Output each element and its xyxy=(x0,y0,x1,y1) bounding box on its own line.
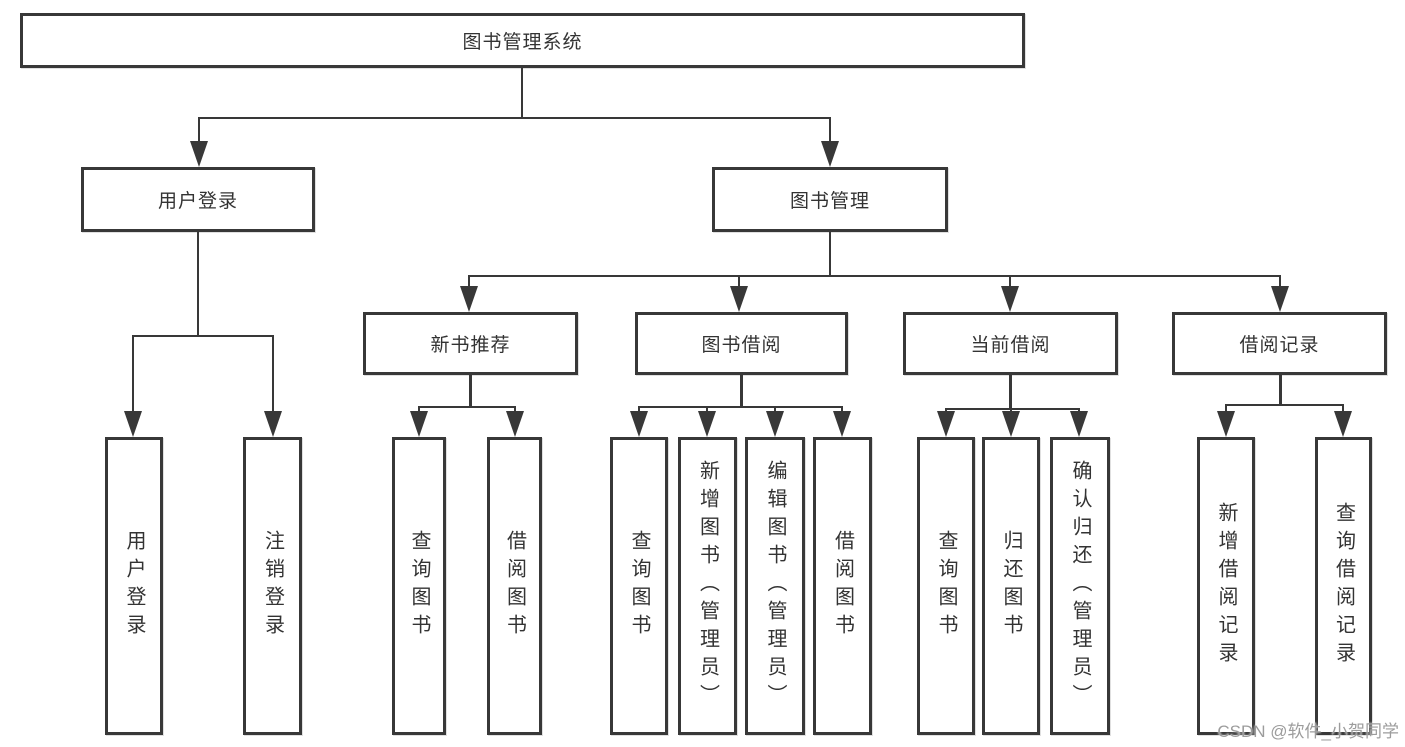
connector-stem xyxy=(1009,408,1013,413)
arrowhead-icon xyxy=(190,141,208,167)
arrowhead-icon xyxy=(937,411,955,437)
connector-stem xyxy=(705,406,709,413)
connector-root-trunk xyxy=(520,68,523,118)
leaf-confirm-return-admin: 确认归还（管理员） xyxy=(1050,437,1110,735)
connector-borrow-records-split xyxy=(1225,403,1344,406)
connector-stem xyxy=(1224,404,1228,413)
connector-root-split xyxy=(198,116,831,119)
connector-drop-leaf-logout xyxy=(271,335,275,412)
leaf-borrow-books-recommend: 借阅图书 xyxy=(487,437,542,735)
leaf-query-books-recommend: 查询图书 xyxy=(392,437,446,735)
connector-stem xyxy=(1077,408,1081,413)
node-library-system: 图书管理系统 xyxy=(20,13,1025,68)
arrowhead-icon xyxy=(410,411,428,437)
arrowhead-icon xyxy=(1217,411,1235,437)
node-borrow-records: 借阅记录 xyxy=(1172,312,1387,375)
connector-book-borrow-trunk xyxy=(740,375,743,407)
leaf-return-books: 归还图书 xyxy=(982,437,1040,735)
leaf-add-book-admin: 新增图书（管理员） xyxy=(678,437,737,735)
connector-drop-borrow-records xyxy=(1278,275,1282,291)
leaf-query-borrow-record: 查询借阅记录 xyxy=(1315,437,1372,735)
arrowhead-icon xyxy=(730,286,748,312)
leaf-query-books-borrow: 查询图书 xyxy=(610,437,668,735)
arrowhead-icon xyxy=(1001,286,1019,312)
arrowhead-icon xyxy=(506,411,524,437)
arrowhead-icon xyxy=(766,411,784,437)
connector-stem xyxy=(417,406,421,413)
leaf-edit-book-admin: 编辑图书（管理员） xyxy=(745,437,805,735)
connector-book-borrow-split xyxy=(638,405,843,408)
connector-stem xyxy=(637,406,641,413)
arrowhead-icon xyxy=(460,286,478,312)
node-book-management: 图书管理 xyxy=(712,167,948,232)
connector-drop-leaf-user-login xyxy=(131,335,135,412)
leaf-logout: 注销登录 xyxy=(243,437,302,735)
csdn-watermark: CSDN @软件_小贺同学 xyxy=(1217,722,1399,741)
connector-drop-new-book xyxy=(467,275,471,291)
connector-current-borrow-split xyxy=(945,407,1080,410)
connector-drop-user-login xyxy=(197,117,201,143)
connector-book-management-trunk xyxy=(828,232,832,277)
arrowhead-icon xyxy=(1271,286,1289,312)
leaf-user-login: 用户登录 xyxy=(105,437,163,735)
connector-new-book-split xyxy=(418,405,516,408)
arrowhead-icon xyxy=(1070,411,1088,437)
leaf-borrow-books-borrow: 借阅图书 xyxy=(813,437,872,735)
connector-borrow-records-trunk xyxy=(1279,375,1282,405)
connector-user-login-trunk xyxy=(196,232,200,336)
connector-user-login-split xyxy=(132,334,274,337)
node-book-borrow: 图书借阅 xyxy=(635,312,848,375)
connector-book-management-split xyxy=(468,274,1281,277)
arrowhead-icon xyxy=(821,141,839,167)
node-new-book-recommend: 新书推荐 xyxy=(363,312,578,375)
connector-stem xyxy=(1341,404,1345,413)
arrowhead-icon xyxy=(1002,411,1020,437)
connector-drop-book-borrow xyxy=(737,275,741,291)
connector-drop-current-borrow xyxy=(1008,275,1012,291)
arrowhead-icon xyxy=(124,411,142,437)
connector-stem xyxy=(773,406,777,413)
connector-new-book-trunk xyxy=(469,375,472,407)
leaf-add-borrow-record: 新增借阅记录 xyxy=(1197,437,1255,735)
connector-stem xyxy=(840,406,844,413)
connector-stem xyxy=(513,406,517,413)
node-current-borrow: 当前借阅 xyxy=(903,312,1118,375)
arrowhead-icon xyxy=(833,411,851,437)
node-user-login: 用户登录 xyxy=(81,167,315,232)
arrowhead-icon xyxy=(698,411,716,437)
leaf-query-books-current: 查询图书 xyxy=(917,437,975,735)
arrowhead-icon xyxy=(630,411,648,437)
arrowhead-icon xyxy=(264,411,282,437)
arrowhead-icon xyxy=(1334,411,1352,437)
connector-drop-book-management xyxy=(828,117,832,143)
connector-stem xyxy=(944,408,948,413)
connector-current-borrow-trunk xyxy=(1009,375,1012,409)
